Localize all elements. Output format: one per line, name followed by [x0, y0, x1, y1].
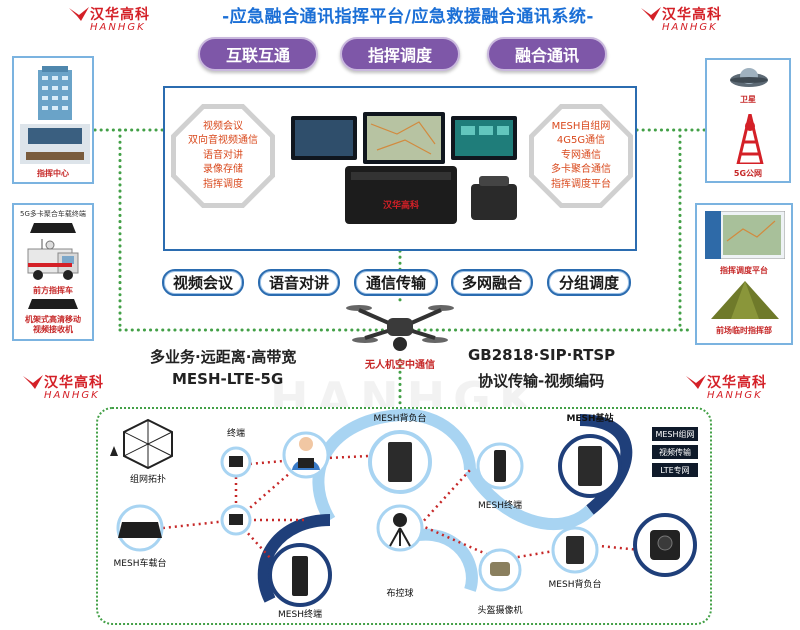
- node-label-helmet-camera: 头盔摄像机: [477, 606, 523, 616]
- node-label-terminal: 终端: [226, 429, 245, 439]
- feature-group-dispatch: 分组调度: [547, 269, 631, 296]
- brand-name-cn: 汉华高科: [44, 375, 104, 391]
- satellite-icon: [730, 68, 768, 87]
- command-center-label: 指挥中心: [37, 169, 69, 178]
- command-vehicle-label: 前方指挥车: [33, 286, 73, 295]
- building-icon: [38, 66, 72, 120]
- brand-logo-mid-right: 汉华高科 HANHGK: [685, 372, 767, 401]
- node-label-vehicle-station: MESH车载台: [113, 559, 167, 569]
- feature-line: 视频会议: [203, 120, 243, 132]
- vehicle-terminal-label: 5G多卡聚合车载终端: [20, 210, 86, 218]
- brand-mark-icon: [69, 7, 89, 21]
- field-tent-icon: [711, 281, 779, 319]
- drone-icon: [346, 305, 454, 351]
- feature-line: 指挥调度平台: [551, 178, 611, 190]
- command-console-illustration: 汉华高科: [291, 112, 517, 224]
- satellite-label: 卫星: [740, 95, 756, 104]
- node-label-topology: 组网拓扑: [129, 475, 166, 485]
- network-5g-label: 5G公网: [733, 169, 763, 178]
- brand-mark-icon: [23, 375, 43, 389]
- feature-transmission: 通信传输: [354, 269, 438, 296]
- feature-multi-network: 多网融合: [451, 269, 533, 296]
- drone-label: 无人机空中通信: [365, 360, 435, 371]
- topology-icon: [110, 418, 173, 470]
- legend-mesh: MESH组网: [652, 427, 698, 441]
- brand-logo-top-right: 汉华高科 HANHGK: [640, 4, 722, 33]
- control-room-icon: [20, 124, 90, 164]
- brand-mark-icon: [686, 375, 706, 389]
- node-label-base-station: MESH基站: [566, 414, 614, 424]
- right-panel-field: 指挥调度平台 前场临时指挥部: [695, 203, 793, 345]
- slogan-right-1: GB2818·SIP·RTSP: [468, 346, 616, 364]
- node-label-mesh-terminal-bottom: MESH终端: [278, 610, 322, 620]
- rack-receiver-icon: [28, 299, 78, 309]
- feature-voice-intercom: 语音对讲: [258, 269, 340, 296]
- left-feature-octagon: 视频会议 双向音视频通信 语音对讲 录像存储 指挥调度: [171, 104, 275, 208]
- platform-box: 视频会议 双向音视频通信 语音对讲 录像存储 指挥调度 MESH自组网 4G5G…: [163, 86, 637, 251]
- legend-video: 视频传输: [652, 445, 698, 459]
- brand-name-en: HANHGK: [44, 390, 100, 401]
- brand-logo-mid-left: 汉华高科 HANHGK: [22, 372, 104, 401]
- brand-name-en: HANHGK: [707, 390, 763, 401]
- brand-mark-icon: [641, 7, 661, 21]
- network-tower-icon: [736, 114, 764, 164]
- feature-line: 语音对讲: [203, 149, 243, 161]
- right-feature-octagon: MESH自组网 4G5G通信 专网通信 多卡聚合通信 指挥调度平台: [529, 104, 633, 208]
- feature-line: 录像存储: [203, 164, 243, 176]
- dispatch-platform-label: 指挥调度平台: [720, 266, 768, 275]
- node-label-mesh-terminal-mid: MESH终端: [478, 501, 522, 511]
- feature-line: 专网通信: [561, 149, 601, 161]
- feature-line: 指挥调度: [203, 178, 243, 190]
- node-label-control-ball: 布控球: [386, 589, 414, 599]
- feature-line: 4G5G通信: [556, 135, 606, 147]
- slogan-left-2: MESH-LTE-5G: [172, 370, 284, 388]
- svg-text:汉华高科: 汉华高科: [383, 199, 419, 211]
- slogan-right-2: 协议传输-视频编码: [478, 372, 605, 390]
- pill-dispatch: 指挥调度: [340, 37, 460, 71]
- command-vehicle-icon: [27, 239, 79, 280]
- node-label-backpack-top: MESH背负台: [373, 414, 427, 424]
- pill-fusion: 融合通讯: [487, 37, 607, 71]
- legend-lte: LTE专网: [652, 463, 698, 477]
- slogan-left-1: 多业务·远距离·高带宽: [150, 348, 297, 366]
- vehicle-terminal-icon: [30, 223, 76, 233]
- field-hq-label: 前场临时指挥部: [716, 326, 772, 335]
- brand-name-cn: 汉华高科: [662, 7, 722, 23]
- rack-receiver-label: 机架式高清移动视频接收机: [25, 315, 81, 334]
- right-panel-network: 卫星 5G公网: [705, 58, 791, 183]
- brand-name-en: HANHGK: [662, 22, 718, 33]
- left-panel-command-center: 指挥中心: [12, 56, 94, 184]
- brand-name-cn: 汉华高科: [90, 7, 150, 23]
- dispatch-map-screen-icon: [705, 211, 785, 259]
- brand-name-cn: 汉华高科: [707, 375, 767, 391]
- page-title: -应急融合通讯指挥平台/应急救援融合通讯系统-: [222, 7, 594, 27]
- node-label-backpack-right: MESH背负台: [548, 580, 602, 590]
- left-panel-vehicle: 5G多卡聚合车载终端 前方指挥车 机架式高清移动视频接收机: [12, 203, 94, 341]
- feature-line: 多卡聚合通信: [551, 164, 611, 176]
- feature-video-conference: 视频会议: [162, 269, 244, 296]
- feature-line: MESH自组网: [551, 120, 611, 132]
- brand-logo-top-left: 汉华高科 HANHGK: [68, 4, 150, 33]
- feature-line: 双向音视频通信: [188, 135, 258, 147]
- pill-interconnect: 互联互通: [198, 37, 318, 71]
- brand-name-en: HANHGK: [90, 22, 146, 33]
